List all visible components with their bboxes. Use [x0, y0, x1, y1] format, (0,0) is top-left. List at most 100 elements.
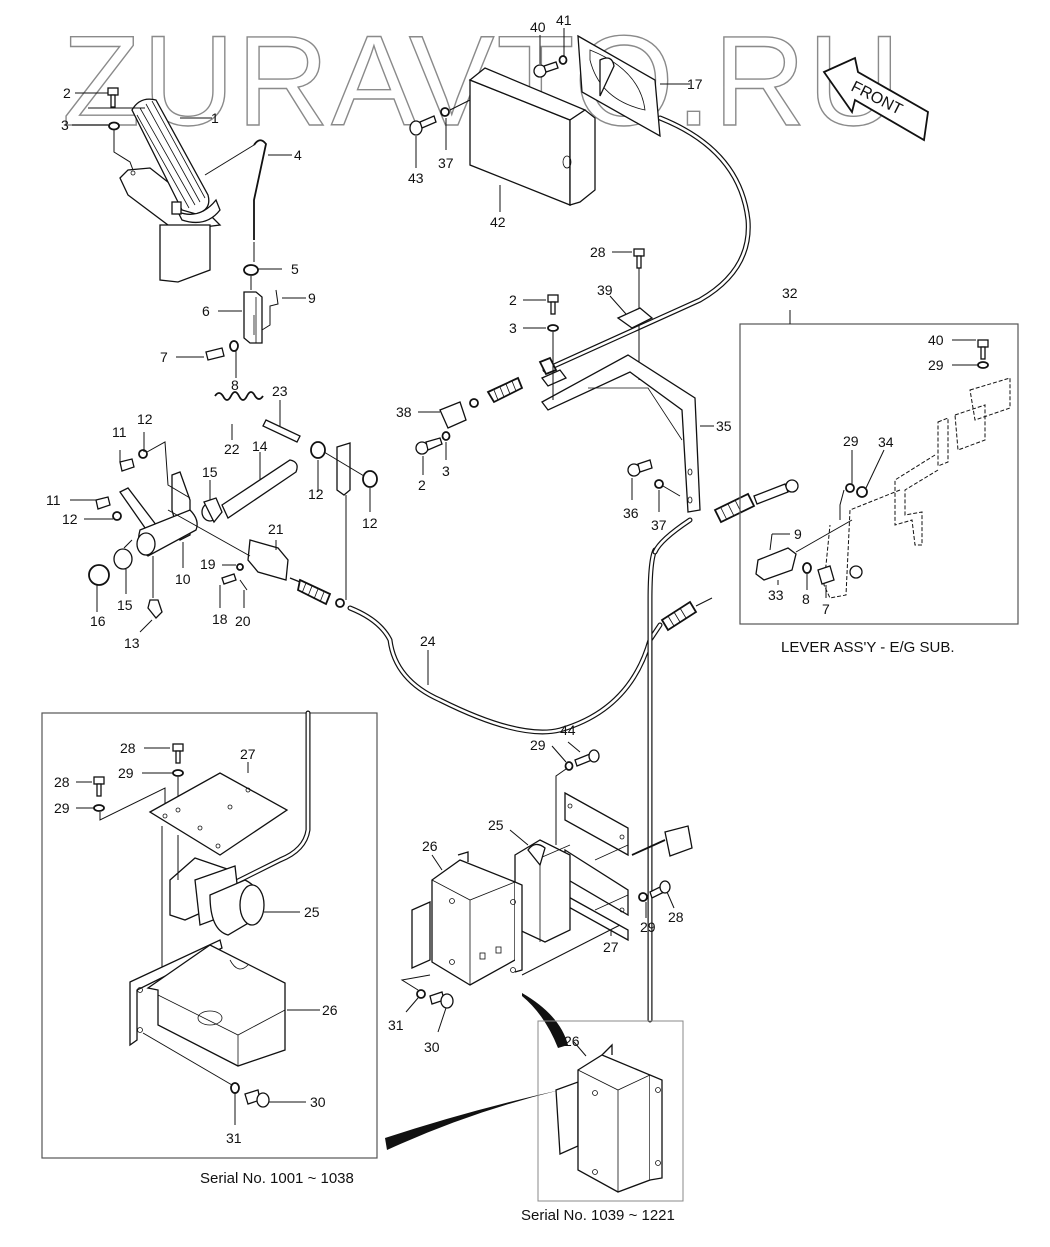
callout-2: 2 — [63, 85, 71, 101]
callout-24: 24 — [420, 633, 436, 649]
callout-11: 11 — [112, 424, 127, 440]
serial-right-caption: Serial No. 1039 ~ 1221 — [521, 1207, 675, 1224]
lever-assy-caption: LEVER ASS'Y - E/G SUB. — [781, 639, 955, 656]
callout-29: 29 — [640, 919, 656, 935]
rod-4 — [253, 139, 267, 240]
callout-28: 28 — [668, 909, 684, 925]
callout-2: 2 — [509, 292, 517, 308]
bolt-36 — [627, 459, 653, 477]
callout-30: 30 — [310, 1094, 326, 1110]
plate-27b — [564, 791, 629, 942]
callout-28: 28 — [54, 774, 70, 790]
bushing-15b — [113, 548, 133, 570]
bolt-28d — [649, 880, 671, 899]
grease-fitting-13 — [147, 599, 163, 619]
callout-29: 29 — [54, 800, 70, 816]
callout-1: 1 — [211, 110, 219, 126]
callout-42: 42 — [490, 214, 506, 230]
pin-7b — [817, 565, 835, 585]
callout-40: 40 — [928, 332, 944, 348]
callout-6: 6 — [202, 303, 210, 319]
clevis-33 — [755, 547, 797, 581]
motor-25 — [169, 857, 265, 936]
washer-8 — [229, 340, 239, 352]
pin-7 — [205, 347, 225, 361]
callout-25: 25 — [304, 904, 320, 920]
nut-12a — [138, 449, 148, 459]
washer-29c — [172, 769, 184, 777]
callout-15: 15 — [117, 597, 133, 613]
accelerator-pedal — [119, 98, 222, 283]
plate-27 — [148, 772, 289, 856]
callout-12: 12 — [308, 486, 324, 502]
box-26c — [555, 1043, 663, 1193]
washer-3 — [108, 121, 120, 131]
spring-22 — [214, 391, 264, 401]
callout-30: 30 — [424, 1039, 440, 1055]
box-26 — [129, 939, 286, 1067]
callout-26: 26 — [322, 1002, 338, 1018]
washer-41 — [558, 55, 568, 65]
callout-12: 12 — [362, 515, 378, 531]
callout-29: 29 — [928, 357, 944, 373]
callout-8: 8 — [231, 377, 239, 393]
pin-23 — [262, 419, 301, 443]
throttle-cable-main — [469, 115, 799, 1023]
callout-34: 34 — [878, 434, 894, 450]
bracket-35 — [541, 354, 701, 513]
serial-1001-inset — [41, 712, 378, 1159]
nut-34 — [856, 486, 868, 498]
callout-27: 27 — [603, 939, 619, 955]
connector — [664, 825, 693, 857]
bolt-2c — [415, 437, 443, 455]
callout-32: 32 — [782, 285, 798, 301]
callout-9: 9 — [308, 290, 316, 306]
lever-10 — [119, 471, 198, 557]
washer-31a — [230, 1082, 240, 1094]
clamp-39 — [616, 307, 654, 329]
bolt-43 — [409, 115, 437, 136]
callout-20: 20 — [235, 613, 251, 629]
washer-29f — [638, 892, 648, 902]
callout-44: 44 — [560, 722, 576, 738]
callout-13: 13 — [124, 635, 140, 651]
callout-17: 17 — [687, 76, 703, 92]
callout-28: 28 — [120, 740, 136, 756]
callout-5: 5 — [291, 261, 299, 277]
callout-35: 35 — [716, 418, 732, 434]
washer-29e — [564, 761, 574, 771]
callout-2: 2 — [418, 477, 426, 493]
bolt-28c — [93, 776, 105, 797]
callout-40: 40 — [530, 19, 546, 35]
shaft-14 — [221, 459, 298, 519]
callout-28: 28 — [590, 244, 606, 260]
washer-29a — [977, 361, 989, 369]
bolt-28a — [633, 248, 645, 269]
washer-31b — [416, 989, 426, 999]
bolt-30b — [429, 991, 454, 1009]
washer-3b — [547, 324, 559, 332]
callout-labels: 1 2 3 4 5 6 9 7 8 23 22 14 11 12 11 12 1… — [46, 12, 944, 1146]
callout-3: 3 — [61, 117, 69, 133]
serial-1039-inset — [537, 1020, 684, 1202]
bolt-2b — [547, 294, 559, 315]
callout-11: 11 — [46, 492, 61, 508]
box-26b — [411, 851, 523, 986]
bracket-38 — [439, 401, 467, 429]
bolt-40b — [977, 339, 989, 360]
callout-23: 23 — [272, 383, 288, 399]
nut-12c — [310, 441, 326, 459]
throttle-cable-24 — [289, 577, 713, 735]
callout-15: 15 — [202, 464, 218, 480]
plate-bracket — [336, 442, 351, 496]
callout-31: 31 — [226, 1130, 242, 1146]
callout-7: 7 — [822, 601, 830, 617]
callout-37: 37 — [651, 517, 667, 533]
bolt-11b — [119, 458, 135, 472]
bushing-15a — [203, 497, 223, 524]
callout-14: 14 — [252, 438, 268, 454]
callout-16: 16 — [90, 613, 106, 629]
washer-29d — [93, 804, 105, 812]
